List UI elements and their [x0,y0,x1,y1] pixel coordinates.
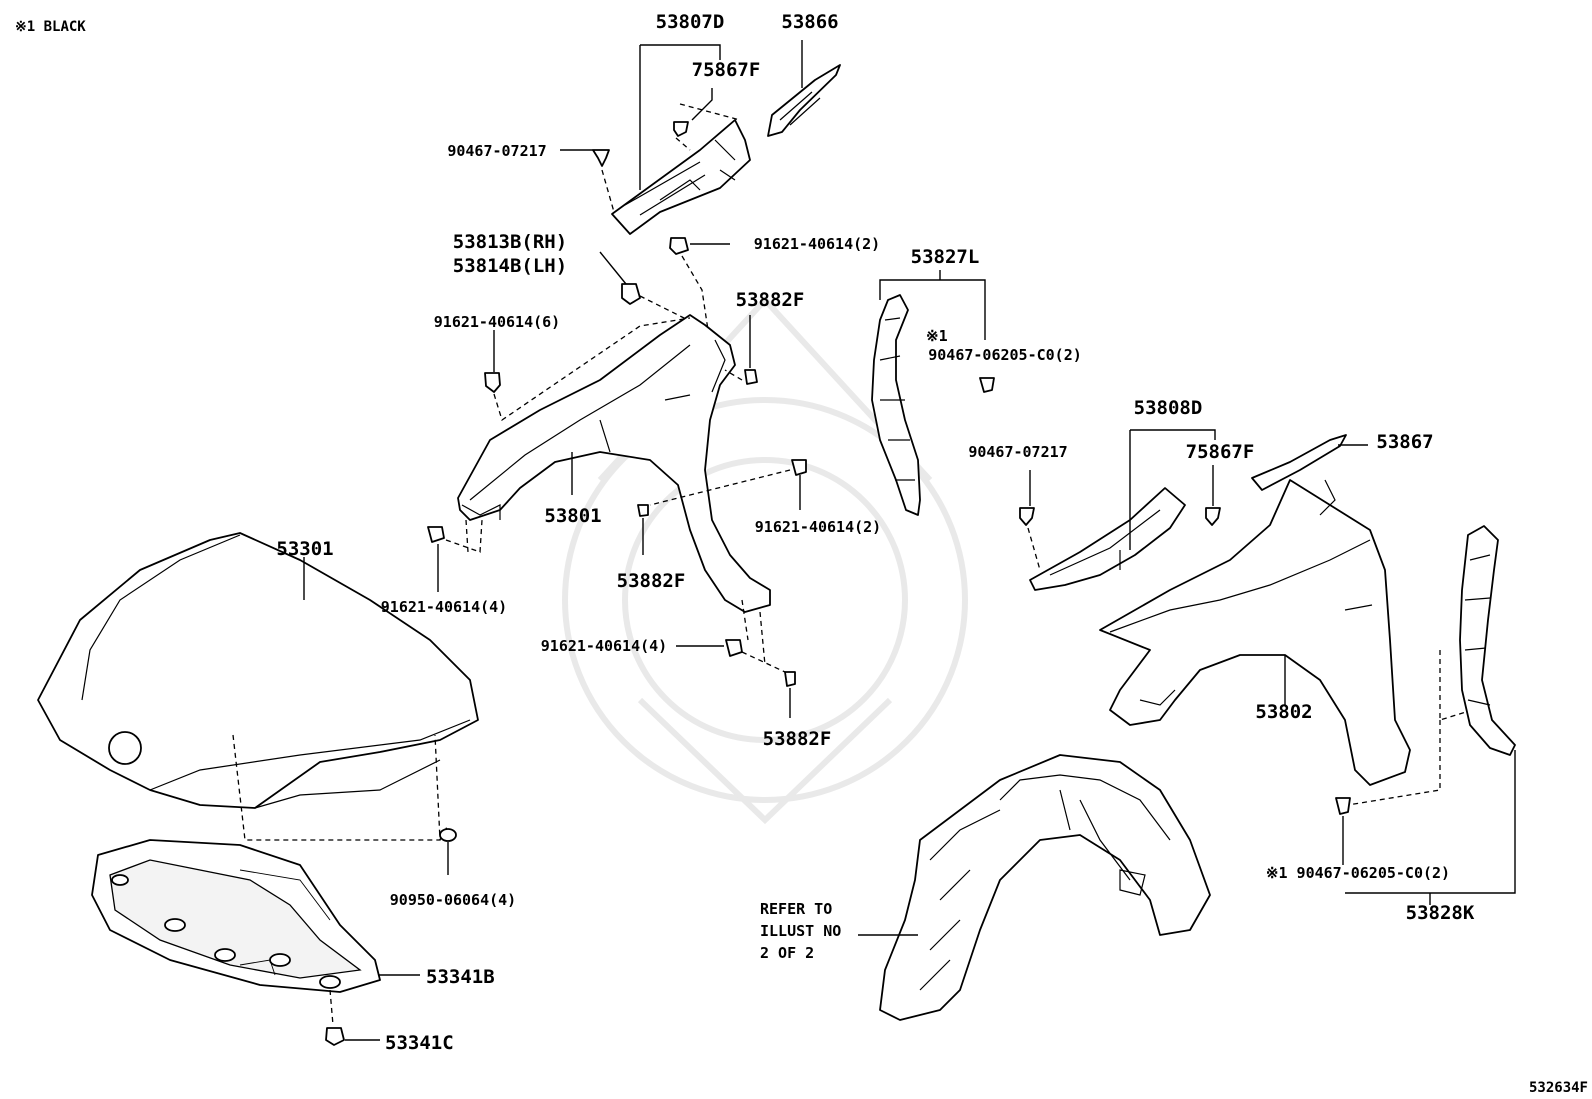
fender-liner [879,754,1211,1021]
apron-53828K [1459,525,1516,756]
label-53828K: 53828K [1406,902,1475,924]
seal-53813B [621,283,641,305]
label-91621-40614-4-mid: 91621-40614(4) [541,637,667,655]
apron-53827L [871,294,921,516]
label-53827L: 53827L [911,246,980,268]
label-53867: 53867 [1376,431,1433,453]
label-75867F-top: 75867F [692,59,761,81]
leader-53807D [639,44,721,190]
label-53882F-bottom: 53882F [763,728,832,750]
label-90467-06205-b: ※1 90467-06205-C0(2) [1266,864,1450,882]
clip-90467-07217-right [1019,507,1035,526]
watermark-emblem [562,295,968,825]
clip-75867F-top [673,121,689,137]
label-mark1: ※1 [926,327,948,345]
label-refer-2: ILLUST NO [760,922,841,940]
clip-75867F-right [1205,507,1221,526]
label-53801: 53801 [544,505,601,527]
bolt-91621-mid [791,459,807,476]
label-53814B: 53814B(LH) [453,255,567,277]
leader-75867F-top [691,88,713,121]
dash-91621-lower [741,599,786,673]
dash-clip-top [601,103,741,213]
label-91621-40614-6: 91621-40614(6) [434,313,560,331]
dash-91621-left [445,519,483,553]
clip-90467-07217-top [592,149,610,167]
clip-90467-06205-a [979,377,995,393]
legend-note: ※1 BLACK [15,19,86,35]
bolt-91621-top [669,237,689,255]
illustration-number: 532634F [1529,1080,1588,1096]
nut-53882F-mid [637,504,649,517]
clip-53341C [325,1027,345,1046]
label-91621-40614-2-top: 91621-40614(2) [754,235,880,253]
label-53341B: 53341B [426,966,495,988]
fender-53802 [1099,479,1411,786]
dash-91621-top [681,255,709,331]
label-91621-40614-4-left: 91621-40614(4) [381,598,507,616]
insulator-53341B [91,839,381,993]
label-refer-3: 2 OF 2 [760,944,814,962]
leader-53813B [599,251,627,285]
label-75867F-right: 75867F [1186,441,1255,463]
label-53808D: 53808D [1134,397,1203,419]
dash-53813B [639,295,689,321]
label-53882F-top: 53882F [736,289,805,311]
cushion-90950 [439,828,457,842]
label-90467-07217-top: 90467-07217 [447,142,546,160]
dash-53828K [1347,650,1467,806]
bolt-91621-6 [484,372,501,393]
label-53341C: 53341C [385,1032,454,1054]
leader-53808D [1129,429,1216,550]
label-53813B: 53813B(RH) [453,231,567,253]
label-53802: 53802 [1255,701,1312,723]
nut-53882F-bottom [784,671,796,687]
dash-90467-07217-right [1027,527,1041,571]
label-90950-06064: 90950-06064(4) [390,891,516,909]
nut-53882F-top [744,369,758,385]
label-90467-06205-a: 90467-06205-C0(2) [928,346,1082,364]
label-53807D: 53807D [656,11,725,33]
bracket-53867 [1251,434,1347,491]
bracket-53808D [1029,487,1186,591]
dash-53882F-top [724,369,743,381]
hood-53301 [37,532,479,809]
label-53882F-mid: 53882F [617,570,686,592]
clip-90467-06205-b [1335,797,1351,815]
label-refer-1: REFER TO [760,900,832,918]
leader-53828K [1345,750,1516,894]
label-91621-40614-2-mid: 91621-40614(2) [755,518,881,536]
label-53866: 53866 [781,11,838,33]
bolt-91621-left [427,526,445,543]
label-53301: 53301 [276,538,333,560]
bracket-53866 [767,64,841,137]
dash-53341C [329,989,334,1026]
bracket-53807D [611,119,751,235]
fender-53801 [457,314,771,613]
label-90467-07217-right: 90467-07217 [968,443,1067,461]
dash-91621-6 [493,317,691,422]
leader-53827L [879,270,986,340]
bolt-91621-lower [725,639,743,657]
dash-91621-mid [649,469,791,506]
